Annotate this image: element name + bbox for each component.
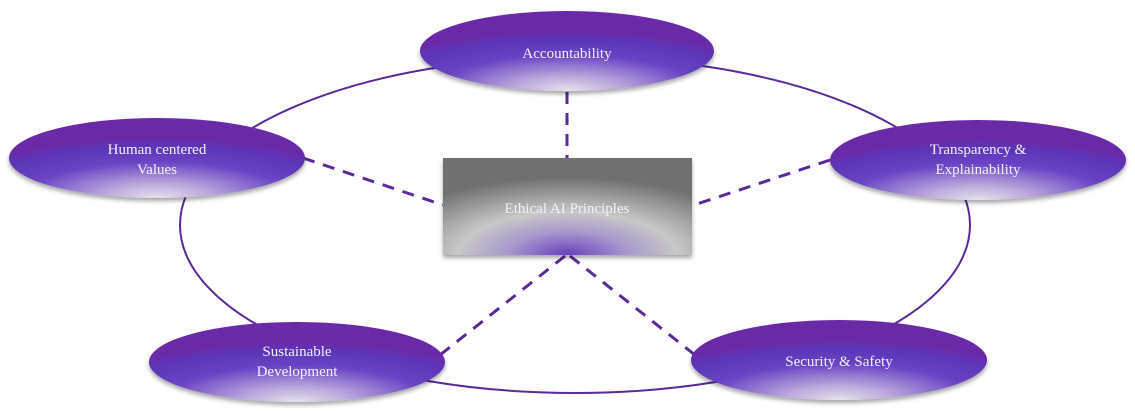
node-label: Transparency & [930,142,1027,158]
node-sustainable: Sustainable Development [149,322,445,402]
node-accountability: Accountability [420,11,714,91]
node-label: Sustainable [262,344,331,360]
node-label: Human centered [108,142,207,158]
node-label: Explainability [936,162,1021,178]
node-label: Accountability [522,46,612,62]
node-label: Values [137,162,177,178]
dashed-connectors [302,92,831,357]
center-label: Ethical AI Principles [505,201,630,217]
connector-security [569,254,696,357]
node-human: Human centered Values [9,118,305,198]
node-label: Development [257,364,339,380]
node-security: Security & Safety [691,320,987,400]
connector-human [302,156,444,207]
node-transparency: Transparency & Explainability [830,120,1126,200]
connector-transparency [693,158,831,207]
center-box: Ethical AI Principles [443,158,692,255]
connector-sustainable [439,254,566,357]
node-label: Security & Safety [785,354,893,370]
